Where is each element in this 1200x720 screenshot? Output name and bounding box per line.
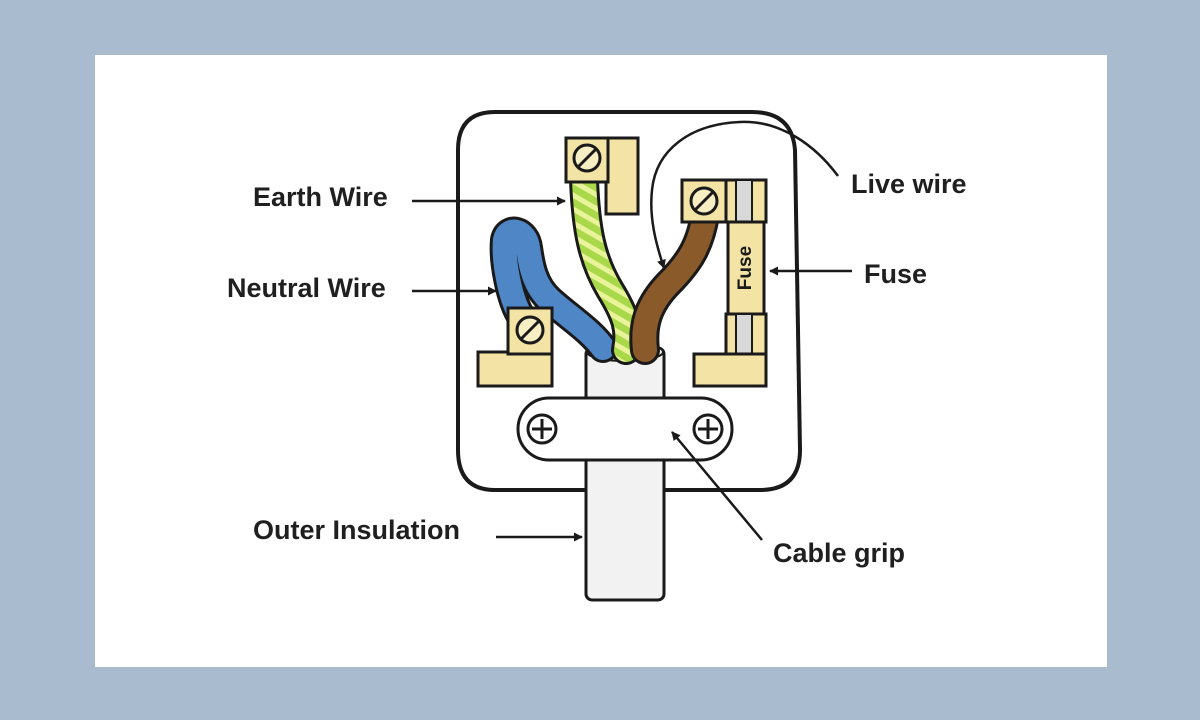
screw-icon [689,186,719,216]
outer-insulation-label: Outer Insulation [253,515,460,545]
screw-icon [515,315,545,345]
live-wire [629,200,720,365]
live-terminal [680,178,728,224]
fuse-marking: Fuse [735,246,756,290]
earth-wire-label: Earth Wire [253,182,388,212]
outer-insulation-cable [584,346,666,602]
earth-wire [569,165,643,365]
screw-icon [526,413,558,445]
arrow-icon [412,120,852,542]
fuse: Fuse [692,178,768,388]
cable-grip [516,396,734,462]
neutral-wire [489,216,618,363]
neutral-wire-label: Neutral Wire [227,273,386,303]
neutral-terminal [476,306,554,388]
live-wire-label: Live wire [851,169,967,199]
cable-grip-label: Cable grip [773,538,905,568]
fuse-label: Fuse [864,259,927,289]
screw-icon [692,413,724,445]
screw-icon [572,143,602,173]
earth-terminal [564,136,640,216]
